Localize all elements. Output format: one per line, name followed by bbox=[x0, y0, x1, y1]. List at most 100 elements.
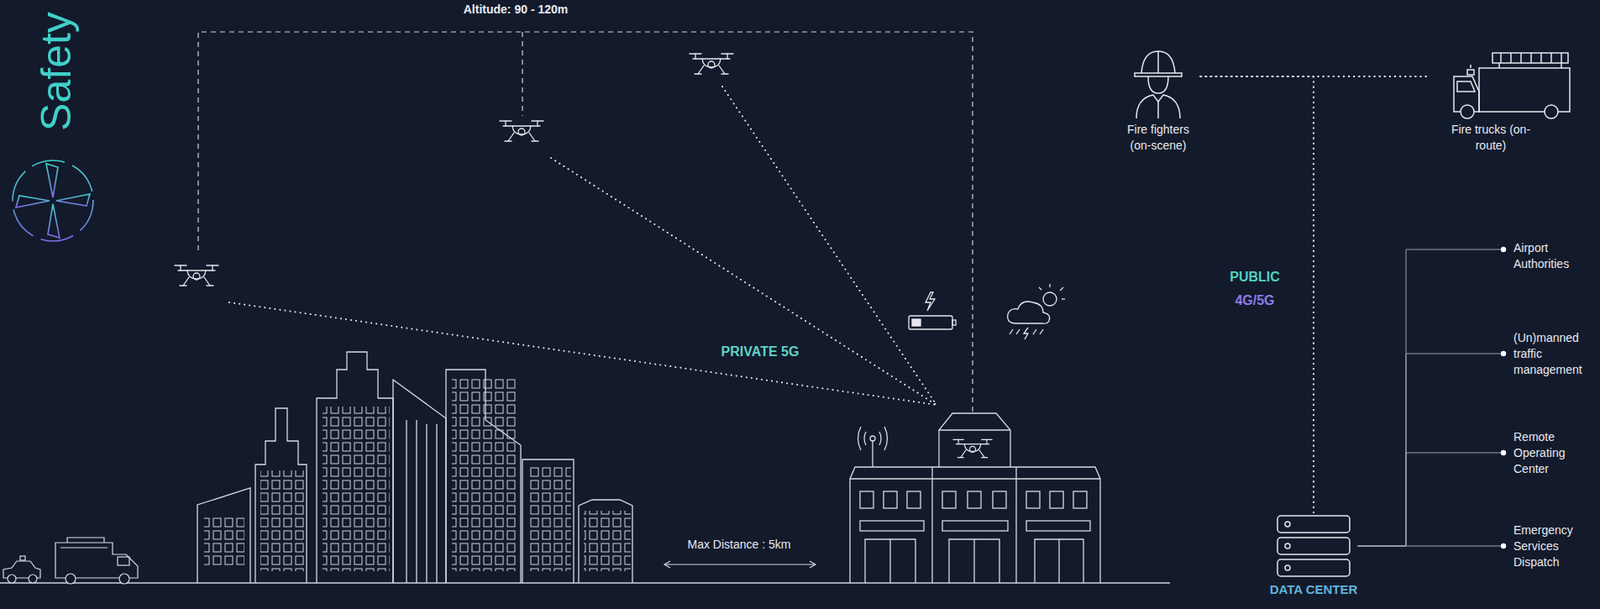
drawing-stroke bbox=[992, 491, 1007, 509]
drawing-stroke bbox=[316, 351, 394, 583]
drawing-stroke bbox=[20, 556, 26, 561]
drawing-stroke bbox=[1073, 491, 1087, 509]
drawing-stroke bbox=[117, 556, 130, 566]
drawing-stroke bbox=[522, 459, 574, 583]
drawing-stroke bbox=[1467, 69, 1475, 75]
drawing-stroke bbox=[870, 435, 876, 441]
skyline bbox=[197, 351, 633, 583]
distance-label: Max Distance : 5km bbox=[687, 537, 792, 551]
node-label: DATA CENTER bbox=[1269, 581, 1359, 598]
ground-line bbox=[0, 582, 1170, 583]
drawing-stroke bbox=[858, 426, 888, 451]
icon bbox=[1448, 46, 1533, 121]
drawing-stroke bbox=[849, 477, 1101, 479]
drawing-stroke bbox=[1285, 521, 1291, 527]
drawing-stroke bbox=[1460, 104, 1475, 119]
fire-truck-node: Fire trucks (on-route) bbox=[1427, 46, 1554, 154]
firefighter-node: Fire fighters (on-scene) bbox=[1116, 46, 1201, 154]
drawing-stroke bbox=[550, 157, 937, 405]
drawing-stroke bbox=[1560, 62, 1563, 69]
drawing-stroke bbox=[229, 302, 937, 405]
data-center-node: DATA CENTER bbox=[1269, 512, 1359, 598]
drawing-stroke bbox=[1498, 62, 1501, 69]
drawing-stroke bbox=[967, 491, 981, 509]
drawing-stroke bbox=[1285, 543, 1291, 549]
recipient-node: (Un)manned traffic management bbox=[1503, 330, 1595, 378]
drawing-stroke bbox=[1141, 51, 1176, 74]
drawing-stroke bbox=[12, 160, 94, 242]
network-label: PUBLIC bbox=[1229, 269, 1280, 285]
drawing-stroke bbox=[56, 194, 90, 206]
drawing-stroke bbox=[1134, 73, 1182, 77]
drawing-stroke bbox=[1136, 94, 1181, 119]
vehicles bbox=[3, 537, 138, 584]
drawing-stroke bbox=[1043, 292, 1057, 306]
drawing-stroke bbox=[1061, 298, 1065, 300]
dotted-link bbox=[1200, 76, 1314, 513]
distribution-line bbox=[1358, 353, 1504, 546]
drawing-stroke bbox=[1026, 491, 1040, 509]
drawing-stroke bbox=[47, 204, 60, 238]
drawing-stroke bbox=[1134, 51, 1182, 119]
drawing-stroke bbox=[1049, 491, 1064, 509]
weather-icon bbox=[1007, 283, 1065, 340]
drawing-stroke bbox=[1500, 52, 1562, 63]
node-label: (Un)manned traffic management bbox=[1513, 330, 1595, 378]
drawing-stroke bbox=[451, 377, 516, 572]
drawing-stroke bbox=[1026, 520, 1091, 531]
drawing-stroke bbox=[939, 429, 1011, 431]
drawing-stroke bbox=[1277, 515, 1350, 577]
drawing-stroke bbox=[1049, 283, 1050, 288]
drawing-stroke bbox=[1157, 101, 1160, 119]
drawing-stroke bbox=[952, 320, 956, 326]
node-label: Airport Authorities bbox=[1513, 240, 1595, 273]
logo bbox=[12, 160, 94, 242]
drawing-stroke bbox=[925, 292, 935, 311]
drawing-stroke bbox=[1277, 559, 1350, 577]
drawing-stroke bbox=[65, 573, 76, 584]
drawing-stroke bbox=[1453, 52, 1570, 119]
section-title: Safety bbox=[31, 11, 81, 132]
drawing-stroke bbox=[322, 406, 390, 572]
drawing-stroke bbox=[1023, 327, 1029, 340]
network-label: PRIVATE 5G bbox=[721, 344, 800, 360]
drawing-stroke bbox=[1007, 301, 1050, 324]
drawing-stroke bbox=[197, 487, 251, 583]
drawing-stroke bbox=[1285, 565, 1291, 571]
drawing-stroke bbox=[865, 539, 916, 583]
drawing-stroke bbox=[406, 419, 437, 583]
icon bbox=[1116, 46, 1201, 121]
drawing-stroke bbox=[860, 491, 874, 509]
altitude-label: Altitude: 90 - 120m bbox=[463, 2, 568, 16]
drawing-stroke bbox=[7, 574, 16, 583]
drawing-stroke bbox=[198, 31, 973, 414]
drawing-stroke bbox=[255, 408, 307, 583]
drawing-stroke bbox=[445, 369, 521, 583]
drawing-stroke bbox=[1479, 68, 1570, 112]
drawing-stroke bbox=[1457, 81, 1475, 92]
drawing-stroke bbox=[46, 163, 58, 198]
drawing-stroke bbox=[521, 31, 523, 116]
drawing-stroke bbox=[849, 466, 1101, 583]
drawing-stroke bbox=[1059, 287, 1064, 291]
battery-icon bbox=[908, 292, 956, 330]
drawing-stroke bbox=[1492, 52, 1569, 63]
recipient-node: Emergency Services Dispatch bbox=[1503, 522, 1595, 571]
drone-station bbox=[849, 413, 1101, 583]
drawing-stroke bbox=[664, 561, 816, 568]
drawing-stroke bbox=[583, 510, 631, 572]
drawing-stroke bbox=[871, 440, 873, 467]
drawing-stroke bbox=[204, 515, 245, 568]
distribution-line bbox=[1358, 545, 1504, 547]
drawing-stroke bbox=[1469, 64, 1472, 69]
drawing-stroke bbox=[908, 315, 953, 330]
drawing-stroke bbox=[1277, 537, 1350, 555]
node-label: Emergency Services Dispatch bbox=[1513, 522, 1595, 571]
drawing-stroke bbox=[665, 563, 815, 565]
recipient-node: Remote Operating Center bbox=[1503, 429, 1595, 478]
drawing-stroke bbox=[883, 491, 898, 509]
drawing-stroke bbox=[60, 537, 108, 548]
drawing-stroke bbox=[1038, 287, 1042, 290]
